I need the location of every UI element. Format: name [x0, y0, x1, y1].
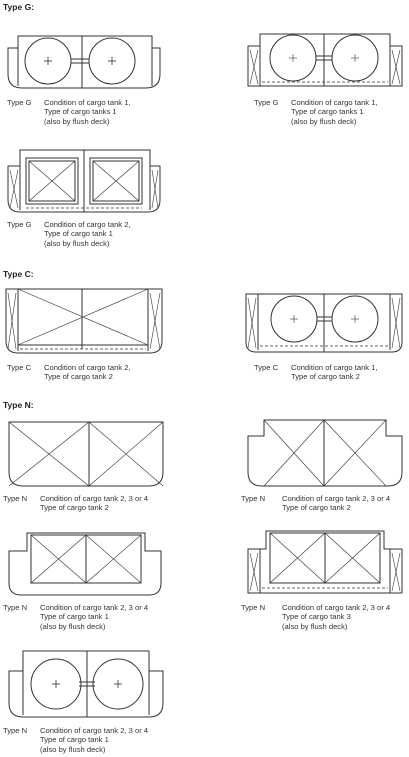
caption-note: (also by flush deck) — [40, 621, 106, 631]
figure-caption: Type G Condition of cargo tank 1, Type o… — [254, 98, 378, 126]
tanker-cross-section-type-n-2 — [247, 419, 403, 487]
tanker-cross-section-type-n-1 — [8, 421, 164, 487]
caption-tank-type: Type of cargo tank 3 — [282, 612, 351, 622]
caption-type: Type N — [3, 603, 28, 612]
caption-condition: Condition of cargo tank 2, — [44, 220, 131, 229]
tanker-cross-section-type-g-2 — [247, 33, 403, 87]
tanker-cross-section-type-c-1 — [5, 288, 163, 354]
figure-caption: Type G Condition of cargo tank 2, Type o… — [7, 220, 131, 248]
figure-caption: Type G Condition of cargo tank 1, Type o… — [7, 98, 131, 126]
figure-caption: Type N Condition of cargo tank 2, 3 or 4… — [3, 494, 148, 513]
caption-type: Type N — [3, 726, 28, 735]
caption-type: Type C — [7, 363, 32, 372]
caption-tank-type: Type of cargo tanks 1 — [44, 107, 117, 117]
caption-type: Type N — [241, 494, 266, 503]
figure-caption: Type N Condition of cargo tank 2, 3 or 4… — [3, 603, 148, 631]
caption-note: (also by flush deck) — [44, 238, 110, 248]
caption-type: Type G — [7, 220, 32, 229]
caption-type: Type N — [3, 494, 28, 503]
caption-tank-type: Type of cargo tanks 1 — [291, 107, 364, 117]
caption-condition: Condition of cargo tank 2, — [44, 363, 131, 372]
caption-note: (also by flush deck) — [291, 116, 357, 126]
caption-condition: Condition of cargo tank 2, 3 or 4 — [282, 603, 391, 612]
caption-type: Type C — [254, 363, 279, 372]
tanker-cross-section-type-n-5 — [8, 650, 164, 718]
caption-condition: Condition of cargo tank 1, — [44, 98, 131, 107]
caption-condition: Condition of cargo tank 2, 3 or 4 — [40, 603, 149, 612]
caption-condition: Condition of cargo tank 1, — [291, 363, 378, 372]
caption-tank-type: Type of cargo tank 1 — [40, 735, 109, 745]
caption-tank-type: Type of cargo tank 2 — [40, 503, 109, 513]
caption-tank-type: Type of cargo tank 2 — [282, 503, 351, 513]
figure-caption: Type C Condition of cargo tank 2, Type o… — [7, 363, 131, 382]
figure-caption: Type C Condition of cargo tank 1, Type o… — [254, 363, 378, 382]
section-heading-type-g: Type G: — [3, 2, 35, 12]
tanker-cross-section-type-g-3 — [7, 149, 161, 213]
tanker-cross-section-type-n-3 — [8, 532, 162, 596]
caption-tank-type: Type of cargo tank 2 — [291, 372, 360, 382]
tanker-cross-section-type-g-1 — [7, 35, 161, 89]
caption-tank-type: Type of cargo tank 1 — [44, 229, 113, 239]
section-heading-type-c: Type C: — [3, 269, 34, 279]
figure-caption: Type N Condition of cargo tank 2, 3 or 4… — [3, 726, 148, 754]
tanker-cross-section-type-n-4 — [247, 530, 403, 594]
section-heading-type-n: Type N: — [3, 400, 34, 410]
caption-condition: Condition of cargo tank 1, — [291, 98, 378, 107]
caption-condition: Condition of cargo tank 2, 3 or 4 — [40, 494, 149, 503]
caption-tank-type: Type of cargo tank 1 — [40, 612, 109, 622]
caption-type: Type G — [7, 98, 32, 107]
caption-note: (also by flush deck) — [44, 116, 110, 126]
caption-type: Type G — [254, 98, 279, 107]
caption-note: (also by flush deck) — [282, 621, 348, 631]
figure-caption: Type N Condition of cargo tank 2, 3 or 4… — [241, 603, 390, 631]
caption-tank-type: Type of cargo tank 2 — [44, 372, 113, 382]
caption-condition: Condition of cargo tank 2, 3 or 4 — [40, 726, 149, 735]
caption-condition: Condition of cargo tank 2, 3 or 4 — [282, 494, 391, 503]
figure-caption: Type N Condition of cargo tank 2, 3 or 4… — [241, 494, 390, 513]
tanker-cross-section-type-c-2 — [245, 293, 403, 353]
caption-type: Type N — [241, 603, 266, 612]
caption-note: (also by flush deck) — [40, 744, 106, 754]
